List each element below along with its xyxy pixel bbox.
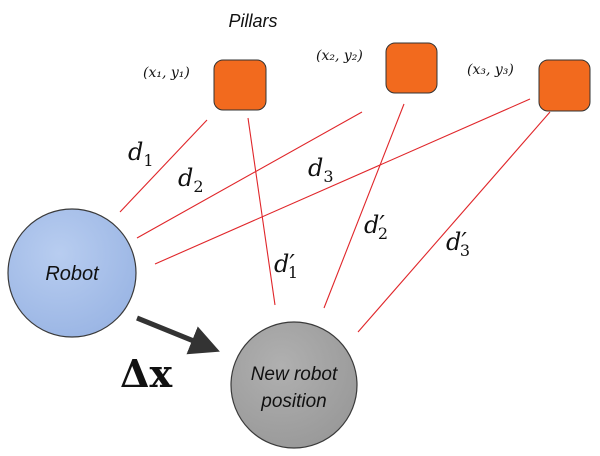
label-d2: d2 xyxy=(178,164,204,196)
pillar-1-coord: (x₁, y₁) xyxy=(143,65,190,81)
delta-x-label: Δx xyxy=(120,351,172,396)
new-robot-circle xyxy=(230,321,358,449)
arrow-shaft xyxy=(136,315,220,355)
pillar-1 xyxy=(213,59,267,111)
pillar-3-coord: (x₃, y₃) xyxy=(467,62,514,78)
label-d1-prime: d′1 xyxy=(274,250,298,282)
robot: Robot xyxy=(7,208,137,338)
pillars xyxy=(213,42,591,112)
pillar-2-coord: (x₂, y₂) xyxy=(316,48,363,64)
line-d1-prime xyxy=(247,117,276,306)
pillar-3 xyxy=(538,59,591,112)
line-d2 xyxy=(136,111,363,239)
label-d3: d3 xyxy=(308,154,334,186)
distance-labels: d1 d2 d3 d′1 d′2 d′3 xyxy=(128,138,470,282)
pillar-2 xyxy=(385,42,438,94)
pillars-title: Pillars xyxy=(228,11,277,31)
line-d2-prime xyxy=(323,103,405,309)
line-d1 xyxy=(119,119,208,213)
motion-arrow xyxy=(136,315,220,355)
line-d3 xyxy=(154,98,531,265)
distance-lines xyxy=(119,98,551,333)
new-robot-label-line2: position xyxy=(260,391,327,412)
line-d3-prime xyxy=(357,111,551,333)
robot-label: Robot xyxy=(45,263,100,285)
robot-circle xyxy=(7,208,137,338)
label-d1: d1 xyxy=(128,138,154,170)
new-robot: New robot position xyxy=(230,321,358,449)
label-d2-prime: d′2 xyxy=(364,211,388,243)
new-robot-label-line1: New robot xyxy=(251,364,338,385)
label-d3-prime: d′3 xyxy=(446,228,470,260)
